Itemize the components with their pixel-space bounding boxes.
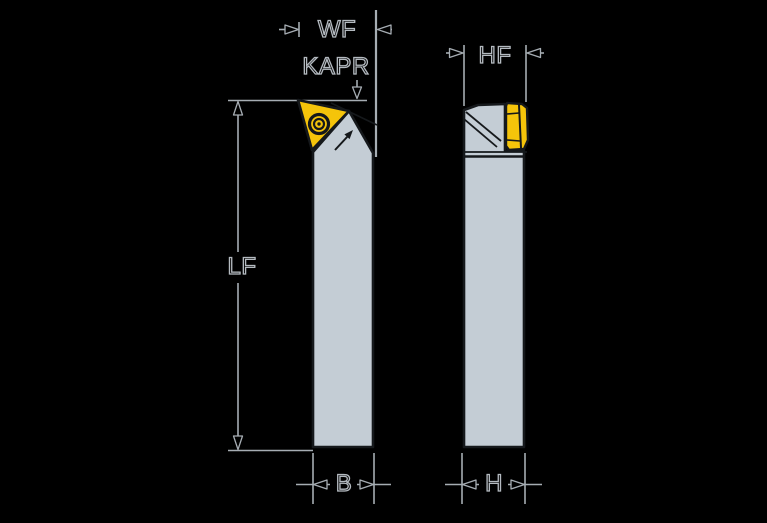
b-right-arrowhead (359, 479, 375, 490)
side-insert-bottom-line (506, 139, 521, 142)
edge-pointer-head (344, 130, 353, 140)
screw-inner-ring (312, 117, 326, 131)
side-insert-top-line (506, 112, 520, 115)
kapr-angle-line (330, 102, 378, 126)
h-left-arrowhead (461, 479, 477, 490)
dim-label-b: B (335, 470, 353, 497)
hf-right-arrowhead (526, 47, 542, 59)
side-insert-facet-line (518, 104, 522, 149)
front-shank-body (311, 109, 375, 449)
wf-right-arrowhead (376, 24, 392, 35)
side-shank-body (462, 102, 526, 449)
lf-down-arrowhead (232, 435, 244, 451)
side-insert (504, 101, 530, 152)
h-right-arrowhead (510, 479, 526, 490)
edge-pointer-arrow (334, 130, 353, 151)
edge-pointer-shaft (334, 135, 349, 151)
dim-label-lf: LF (227, 253, 257, 280)
side-view (462, 101, 530, 449)
dim-label-wf: WF (317, 16, 357, 43)
dimension-arrowheads (232, 24, 542, 490)
dim-label-hf: HF (478, 42, 512, 69)
lf-up-arrowhead (232, 100, 244, 116)
hf-left-arrowhead (448, 47, 464, 59)
screw-center-dot (317, 122, 321, 126)
screw-icon (307, 112, 331, 136)
pocket-diagonal-2 (463, 118, 498, 148)
front-view (296, 98, 378, 449)
wf-left-arrowhead (284, 24, 300, 35)
b-left-arrowhead (312, 479, 328, 490)
pocket-diagonal-1 (465, 111, 502, 142)
kapr-down-arrowhead (351, 86, 363, 100)
dim-label-h: H (484, 470, 503, 497)
dim-label-kapr: KAPR (302, 53, 370, 80)
